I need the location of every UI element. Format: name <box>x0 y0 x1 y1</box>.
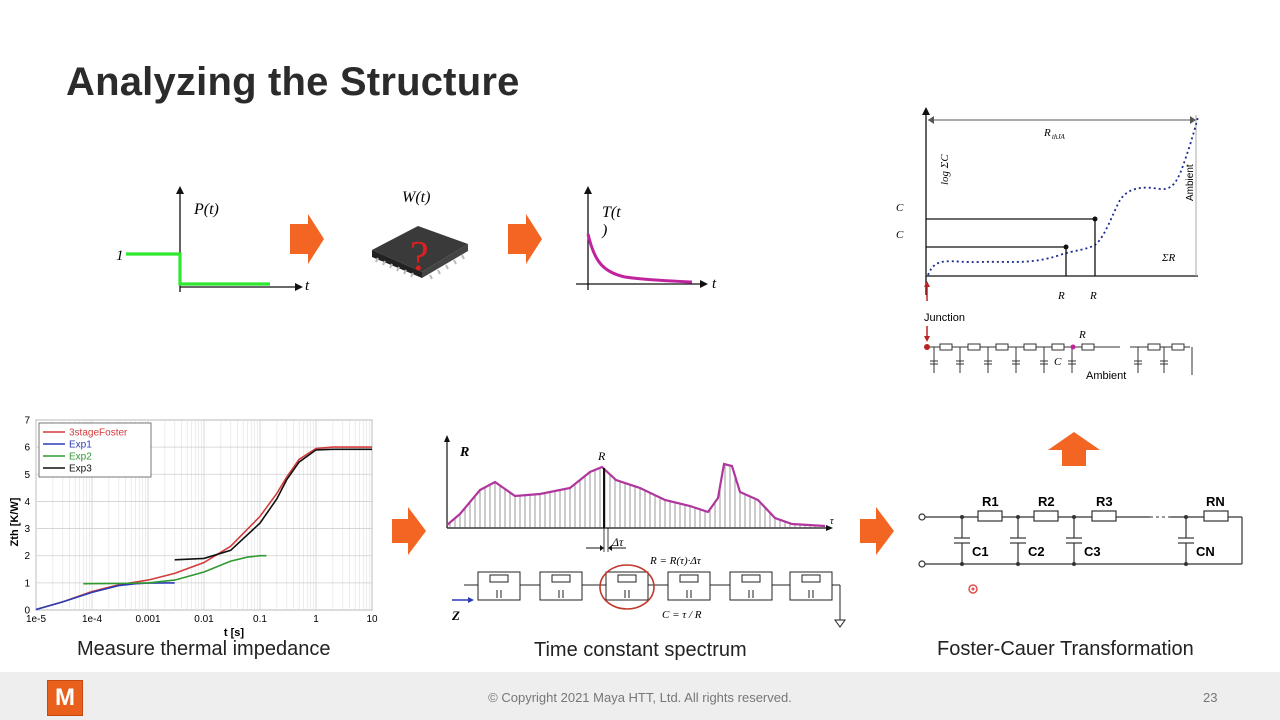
time-label-1: t <box>305 278 310 294</box>
chip-icon <box>372 226 468 280</box>
system-label: W(t) <box>402 189 430 206</box>
x-tick-label: 0.1 <box>253 614 267 625</box>
capacitor-label-1: C1 <box>972 544 989 559</box>
c-label-upper: C <box>896 202 904 214</box>
spectrum-x-label: τ <box>830 516 834 527</box>
page-number: 23 <box>1203 690 1218 705</box>
legend-label: 3stageFoster <box>69 428 128 439</box>
structure-function-diagram: R thJA log ΣC C C R R ΣR Ambient Junctio… <box>896 107 1199 382</box>
ladder-c-label: C <box>1054 356 1062 368</box>
y-axis-label: Zth [K/W] <box>9 497 21 546</box>
y-tick-label: 2 <box>24 551 30 562</box>
spectrum-curve <box>446 462 826 528</box>
series-line-Exp1 <box>35 582 175 611</box>
y-tick-label: 0 <box>24 606 30 617</box>
delta-tau-label: Δτ <box>611 535 624 549</box>
series-line-Exp2 <box>83 554 267 585</box>
step-diagram: P(t) 1 t ? W(t) T(t ) t <box>116 186 717 294</box>
caption-measure: Measure thermal impedance <box>77 638 331 660</box>
x-axis-label: ΣR <box>1161 252 1176 264</box>
arrow-right-icon <box>508 214 542 264</box>
c-equation: C = τ / R <box>662 609 702 621</box>
spectrum-diagram: R R τ Δτ R = R(τ)·Δτ C = τ / R Z <box>444 435 846 628</box>
foster-network: R1 R2 R3 RN C1 C2 C3 CN <box>918 494 1243 594</box>
spectrum-peak-label: R <box>597 449 606 463</box>
highlight-circle <box>599 564 655 610</box>
response-label-paren: ) <box>601 222 607 239</box>
company-logo: M <box>47 680 83 716</box>
arrow-right-icon <box>290 214 324 264</box>
resistor-label-1: R1 <box>982 494 999 509</box>
r-label-left: R <box>1057 290 1065 302</box>
caption-spectrum: Time constant spectrum <box>534 639 747 661</box>
zth-input-label: Z <box>451 608 460 623</box>
slide-title: Analyzing the Structure <box>66 60 520 104</box>
response-curve <box>586 233 693 284</box>
caption-transform: Foster-Cauer Transformation <box>937 638 1194 660</box>
input-label: P(t) <box>193 201 219 218</box>
r-label-right: R <box>1089 290 1097 302</box>
x-tick-label: 0.001 <box>135 614 160 625</box>
cauer-ladder <box>930 343 1193 375</box>
step-input-signal <box>126 252 270 286</box>
resistor-label-3: R3 <box>1096 494 1113 509</box>
total-resistance-sub: thJA <box>1052 133 1066 141</box>
x-axis-label: t [s] <box>224 627 245 639</box>
capacitor-label-3: C3 <box>1084 544 1101 559</box>
legend-label: Exp1 <box>69 440 92 451</box>
series-line-3stageFoster <box>35 446 372 611</box>
series-line-Exp3 <box>174 448 372 561</box>
resistor-label-n: RN <box>1206 494 1225 509</box>
total-resistance-label: R <box>1043 127 1051 139</box>
ambient-vertical-label: Ambient <box>1185 164 1196 201</box>
cursor-indicator <box>968 584 978 594</box>
y-tick-label: 6 <box>24 443 30 454</box>
capacitor-label-2: C2 <box>1028 544 1045 559</box>
response-label: T(t <box>602 204 621 221</box>
arrow-right-icon <box>392 507 426 555</box>
capacitor-label-n: CN <box>1196 544 1215 559</box>
resistor-label-2: R2 <box>1038 494 1055 509</box>
y-tick-label: 5 <box>24 470 30 481</box>
structure-curve <box>927 116 1199 276</box>
arrow-up-icon <box>1048 432 1100 466</box>
zth-chart: 1e-5 1e-4 0.001 0.01 0.1 1 10 0 1 2 3 4 5 6 7 t [s] Zt… <box>9 416 378 640</box>
r-equation: R = R(τ)·Δτ <box>649 555 702 567</box>
copyright-text: © Copyright 2021 Maya HTT, Ltd. All righ… <box>488 690 792 705</box>
ladder-r-label: R <box>1078 329 1086 341</box>
x-tick-label: 10 <box>366 614 378 625</box>
foster-chain <box>464 571 846 628</box>
question-mark: ? <box>410 234 429 280</box>
x-tick-label: 0.01 <box>194 614 214 625</box>
x-tick-label: 1e-5 <box>26 614 46 625</box>
y-tick-label: 4 <box>24 497 30 508</box>
time-label-2: t <box>712 276 717 292</box>
legend-label: Exp2 <box>69 452 92 463</box>
y-axis-label: log ΣC <box>939 154 951 185</box>
junction-label: Junction <box>924 312 965 324</box>
spectrum-y-label: R <box>459 445 469 460</box>
x-tick-label: 1e-4 <box>82 614 102 625</box>
legend-label: Exp3 <box>69 464 92 475</box>
ladder-ambient-label: Ambient <box>1086 370 1126 382</box>
level-label: 1 <box>116 248 124 264</box>
y-tick-label: 3 <box>24 524 30 535</box>
y-tick-label: 1 <box>24 578 30 589</box>
x-tick-label: 1 <box>313 614 319 625</box>
footer-bar <box>0 672 1280 720</box>
c-label-lower: C <box>896 229 904 241</box>
y-tick-label: 7 <box>24 416 30 427</box>
arrow-right-icon <box>860 507 894 555</box>
